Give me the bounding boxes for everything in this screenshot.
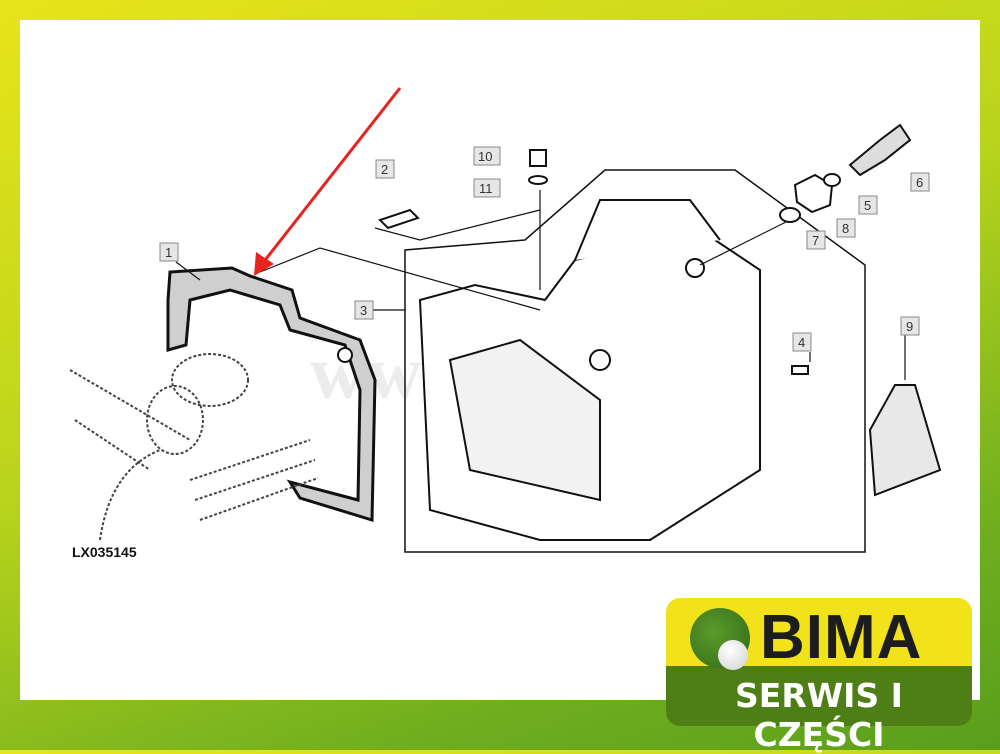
- leader-lines: [175, 190, 906, 380]
- highlight-arrow: [254, 87, 402, 276]
- svg-text:9: 9: [906, 319, 913, 334]
- logo-ball-icon: [718, 640, 748, 670]
- svg-text:4: 4: [798, 335, 805, 350]
- svg-text:1: 1: [165, 245, 172, 260]
- callout-2: 2: [375, 159, 395, 179]
- callout-1: 1: [159, 242, 179, 262]
- svg-text:8: 8: [842, 221, 849, 236]
- gasket-part-1: [166, 266, 377, 523]
- callout-8: 8: [836, 218, 856, 238]
- callout-6: 6: [910, 172, 930, 192]
- logo-name: BIMA: [760, 603, 923, 672]
- shaft-sketch: [69, 353, 319, 541]
- callout-3: 3: [354, 300, 374, 320]
- svg-text:3: 3: [360, 303, 367, 318]
- bima-logo: BIMA SERWIS I CZĘŚCI: [666, 598, 972, 754]
- svg-text:11: 11: [479, 181, 493, 196]
- callout-10: 10: [473, 146, 501, 166]
- svg-text:2: 2: [381, 162, 388, 177]
- housing-part-3: [404, 169, 866, 553]
- svg-text:5: 5: [864, 198, 871, 213]
- svg-text:7: 7: [812, 233, 819, 248]
- callout-9: 9: [900, 316, 920, 336]
- small-parts: [378, 123, 942, 497]
- svg-text:10: 10: [478, 149, 492, 164]
- drawing-code: LX035145: [72, 544, 137, 560]
- callout-4: 4: [792, 332, 812, 352]
- callout-5: 5: [858, 195, 878, 215]
- callout-7: 7: [806, 230, 826, 250]
- callout-11: 11: [473, 178, 501, 198]
- svg-text:6: 6: [916, 175, 923, 190]
- logo-tagline: SERWIS I CZĘŚCI: [735, 676, 903, 754]
